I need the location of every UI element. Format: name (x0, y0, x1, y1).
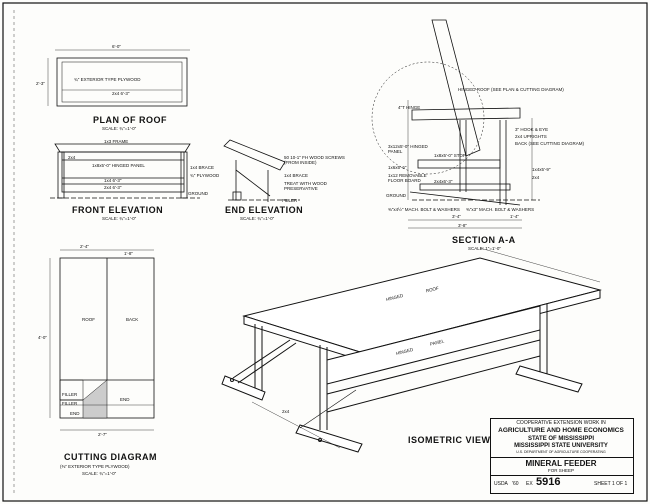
cutting-label-6: 2'-4" (80, 244, 89, 249)
section-label-7: 1x8x5'-0" STOP (434, 153, 466, 158)
cutting-label-4: END (120, 397, 130, 402)
front-elev-label-0: 1x3 FRAME (104, 139, 129, 144)
section-scale: SCALE: 1"=1'-0" (468, 246, 501, 251)
cutting-label-8: 4'-0" (38, 335, 47, 340)
end-elev-label-3: FILLER (282, 198, 298, 203)
section-label-17: 3'-8" (458, 223, 467, 228)
title-block (490, 418, 634, 494)
title-block-line5: U.S. DEPARTMENT OF AGRICULTURE COOPERATI… (516, 450, 606, 454)
section-label-10: GROUND (386, 193, 406, 198)
roof-material-note: ¾" EXTERIOR TYPE PLYWOOD (74, 77, 141, 82)
year-label: '60 (512, 481, 519, 487)
front-elev-label-6: 2x4 6'-3" (104, 185, 122, 190)
section-label-8: 1x12 REMOVABLE FLOOR BOARD (388, 173, 427, 183)
section-title: SECTION A-A (452, 235, 516, 245)
cutting-label-1: BACK (126, 317, 139, 322)
agency-label: USDA (494, 481, 508, 487)
section-label-9: 2x4x6'-3" (434, 179, 453, 184)
roof-width-dimension: 6'-0" (112, 44, 121, 49)
plan-of-roof-scale: SCALE: ¾"=1'-0" (102, 126, 137, 131)
isometric-title: ISOMETRIC VIEW (408, 435, 491, 445)
title-block-line2: AGRICULTURE AND HOME ECONOMICS (498, 427, 624, 434)
front-elevation-drawing (50, 143, 200, 199)
roof-depth-dimension: 2'-3" (36, 81, 45, 86)
title-block-line4: MISSISSIPPI STATE UNIVERSITY (514, 443, 608, 449)
iso-label-4: 2x4 (282, 409, 290, 414)
title-block-line1: COOPERATIVE EXTENSION WORK IN (516, 420, 606, 426)
drawing-number: 5916 (536, 476, 561, 488)
section-label-3: 2x4 UPRIGHTS (515, 134, 547, 139)
section-label-6: 1x6x5'-6" (388, 165, 407, 170)
plan-of-roof-drawing (47, 49, 190, 107)
end-elevation-drawing (223, 139, 300, 202)
front-elevation-scale: SCALE: ¾"=1'-0" (102, 216, 137, 221)
section-label-0: HINGED ROOF (SEE PLAN & CUTTING DIAGRAM) (458, 87, 564, 92)
section-label-11: ⅜"x4½" MACH. BOLT & WASHERS (388, 207, 460, 212)
end-elevation-scale: SCALE: ¾"=1'-0" (240, 216, 275, 221)
cutting-label-3: FILLER (62, 401, 78, 406)
cutting-label-2: FILLER (62, 392, 78, 397)
front-elev-label-2: 1x8x5'-0" HINGED PANEL (92, 163, 145, 168)
section-a-a-drawing (371, 19, 540, 229)
section-label-5: BACK (SEE CUTTING DIAGRAM) (515, 141, 585, 146)
section-label-12: ⅜"x3" MACH. BOLT & WASHERS (466, 207, 535, 212)
cutting-label-5: END (70, 411, 80, 416)
cutting-diagram-scale: SCALE: ¾"=1'-0" (82, 471, 117, 476)
end-elevation-title: END ELEVATION (225, 205, 304, 215)
sheet-number: SHEET 1 OF 1 (594, 481, 628, 487)
front-elevation-title: FRONT ELEVATION (72, 205, 164, 215)
cutting-diagram-subtitle: (⅜" EXTERIOR TYPE PLYWOOD) (60, 464, 130, 469)
end-elev-label-0: 50 10-1" FH WOOD SCREWS (FROM INSIDE) (284, 155, 345, 165)
cutting-label-7: 1'-8" (124, 251, 133, 256)
front-elev-label-4: ¾" PLYWOOD (190, 173, 220, 178)
isometric-drawing (221, 247, 602, 453)
end-elev-label-1: 1x4 BRACE (284, 173, 309, 178)
section-label-16: 1'-4" (510, 214, 519, 219)
front-elev-label-5: 1x4 6'-3" (104, 178, 122, 183)
plan-of-roof-title: PLAN OF ROOF (93, 115, 167, 125)
cutting-diagram-title: CUTTING DIAGRAM (64, 452, 157, 462)
drawing-title: MINERAL FEEDER (525, 459, 597, 468)
end-elev-label-2: TREAT WITH WOOD PRESERVATIVE (284, 181, 327, 191)
section-label-15: 3'-4" (452, 214, 461, 219)
front-elev-label-7: GROUND (188, 191, 208, 196)
cutting-diagram-drawing (49, 249, 155, 431)
drawing-subtitle: FOR SHEEP (547, 468, 574, 473)
cutting-label-9: 2'-7" (98, 432, 107, 437)
section-label-14: 2x4 (532, 175, 540, 180)
title-block-divider (490, 457, 634, 458)
ex-label: EX (526, 481, 533, 487)
title-block-divider-2 (490, 475, 634, 476)
section-label-4: 3x12x5'-0" HINGED PANEL (388, 144, 428, 154)
section-label-1: 4"T HINGE (398, 105, 421, 110)
front-elev-label-1: 2x4 (68, 155, 76, 160)
cutting-label-0: ROOF (82, 317, 95, 322)
title-block-line3: STATE OF MISSISSIPPI (527, 436, 595, 442)
front-elev-label-3: 1x4 BRACE (190, 165, 215, 170)
section-label-13: 1x4x5'-9" (532, 167, 551, 172)
section-label-2: 3" HOOK & EYE (515, 127, 549, 132)
roof-frame-dimension: 2x4 6'-3" (112, 91, 130, 96)
